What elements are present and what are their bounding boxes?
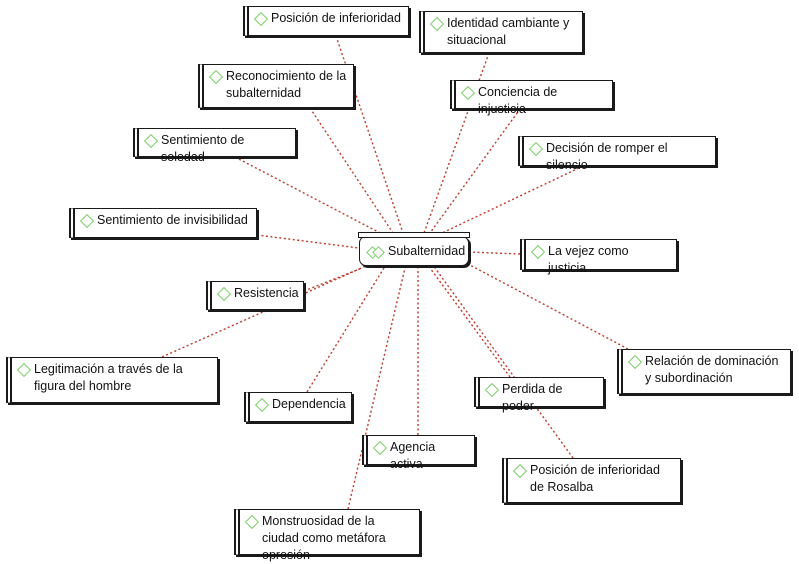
diamond-icon [528,141,544,157]
diamond-icon [253,11,269,27]
node-label: Monstruosidad de la ciudad como metáfora… [262,514,386,562]
connector-n15 [434,267,574,459]
diamond-icon [627,354,643,370]
diamond-icon [254,397,270,413]
connector-n10 [161,265,367,358]
node-vejez-justicia[interactable]: La vejez como justicia [520,239,677,275]
connector-n4 [429,108,521,234]
node-identidad-cambiante[interactable]: Identidad cambiante y situacional [419,11,583,53]
node-label: Sentimiento de invisibilidad [97,213,248,227]
center-node-label: Subalternidad [388,244,466,258]
node-posicion-inferioridad[interactable]: Posición de inferioridad [243,6,409,36]
connector-n12 [306,267,385,393]
connector-n13 [429,267,511,378]
node-label: Dependencia [272,397,346,411]
node-sentimiento-soledad[interactable]: Sentimiento de soledad [133,128,296,164]
diamond-icon [530,244,546,260]
node-posicion-inferioridad-rosalba[interactable]: Posición de inferioridad de Rosalba [502,458,681,503]
diamond-icon [244,514,260,530]
diamond-icon [208,69,224,85]
node-label: Decisión de romper el silencio [546,141,668,172]
diamond-icon [512,463,528,479]
node-dependencia[interactable]: Dependencia [244,392,352,422]
node-label: Posición de inferioridad de Rosalba [530,463,660,494]
node-label: Agencia activa [390,440,436,471]
node-decision-romper-silencio[interactable]: Decisión de romper el silencio [518,136,716,172]
node-agencia-activa[interactable]: Agencia activa [362,435,475,471]
node-monstruosidad-ciudad[interactable]: Monstruosidad de la ciudad como metáfora… [234,509,420,562]
connector-n8 [468,251,521,255]
node-label: Relación de dominación y subordinación [645,354,779,385]
node-label: Sentimiento de soledad [161,133,245,164]
connector-n6 [439,165,584,235]
connector-n11 [467,263,629,350]
connector-n16 [347,267,406,510]
center-node-subalternidad[interactable]: Subalternidad [358,232,470,266]
diamond-icon [79,213,95,229]
node-label: Legitimación a través de la figura del h… [34,362,183,393]
diamond-icon [429,16,445,32]
node-reconocimiento-subalternidad[interactable]: Reconocimiento de la subalternidad [198,64,354,108]
diamond-icon [484,382,500,398]
center-node-header-bar [358,232,470,238]
node-legitimacion-figura-hombre[interactable]: Legitimación a través de la figura del h… [6,357,218,403]
diamond-icon [143,133,159,149]
connector-n7 [256,234,360,249]
node-label: Resistencia [234,286,299,300]
node-label: Reconocimiento de la subalternidad [226,69,347,100]
node-conciencia-injusticia[interactable]: Conciencia de injusticia [450,80,613,116]
node-relacion-dominacion[interactable]: Relación de dominación y subordinación [617,349,791,394]
diamond-icon [460,85,476,101]
node-label: Identidad cambiante y situacional [447,16,570,47]
connector-n1 [335,35,404,234]
diamond-icon [16,362,32,378]
node-label: Perdida de poder [502,382,563,413]
node-label: Posición de inferioridad [271,11,401,25]
node-resistencia[interactable]: Resistencia [206,281,304,310]
diamond-icon [372,440,388,456]
node-label: La vejez como justicia [548,244,629,275]
node-perdida-poder[interactable]: Perdida de poder [474,377,604,413]
connector-n3 [309,107,394,234]
connector-n5 [234,156,385,236]
connector-n9 [303,267,363,292]
diamond-icon [216,286,232,302]
node-sentimiento-invisibilidad[interactable]: Sentimiento de invisibilidad [69,208,257,238]
node-label: Conciencia de injusticia [478,85,558,116]
